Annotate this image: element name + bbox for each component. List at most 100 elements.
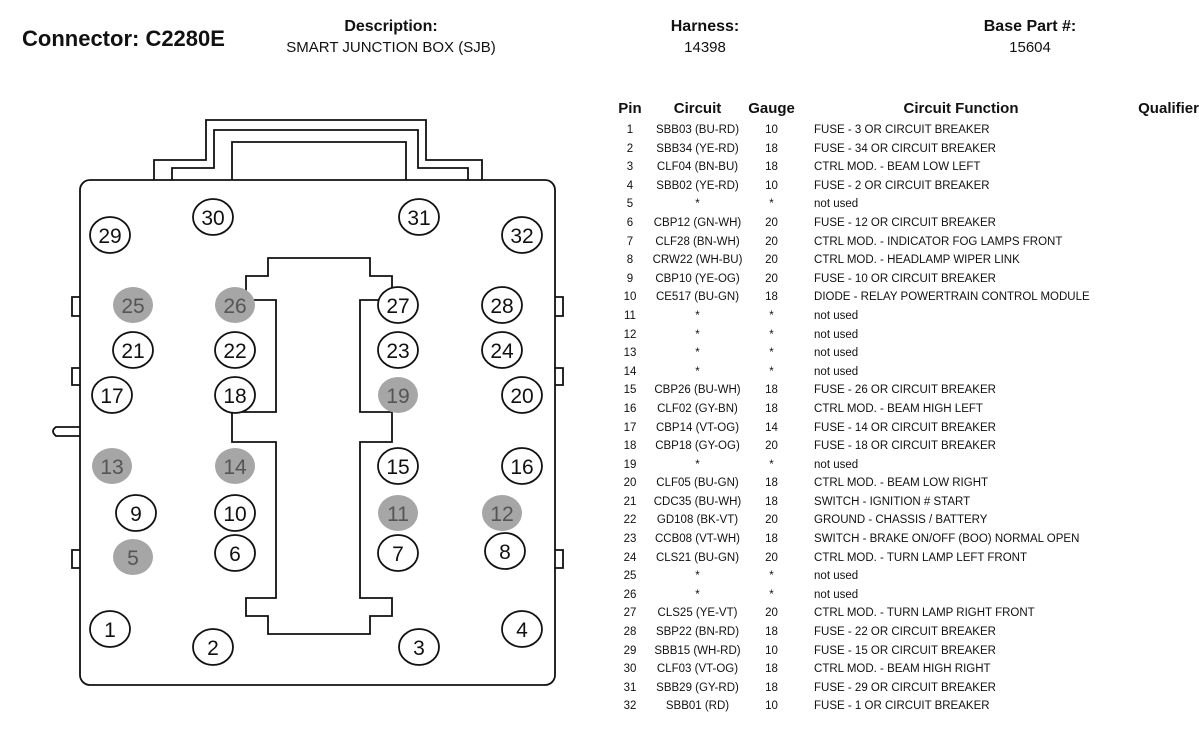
connector-pin: 29: [89, 216, 131, 254]
circuit-code: CLF05 (BU-GN): [656, 477, 739, 490]
qualifier: [1122, 530, 1199, 549]
qualifier: [1122, 623, 1199, 642]
table-row: 12**not used: [608, 326, 1199, 345]
wire-gauge: 20: [765, 272, 778, 285]
pin-number: 3: [626, 161, 634, 174]
connector-pin: 3: [398, 628, 440, 666]
keying-slot: [231, 257, 393, 635]
circuit-function: not used: [814, 347, 859, 360]
pin-number: 7: [626, 235, 634, 248]
pin-label: 13: [100, 456, 123, 479]
pin-number: 24: [623, 551, 637, 564]
latch-inner: [171, 129, 469, 180]
pin-circle: [215, 448, 255, 484]
circuit-code: *: [695, 570, 700, 583]
pin-number: 16: [623, 402, 637, 415]
connector-pin: 32: [501, 216, 543, 254]
connector-pin: 16: [501, 447, 543, 485]
connector-pin: 28: [481, 286, 523, 324]
wire-gauge: 20: [765, 514, 778, 527]
wire-gauge: 18: [765, 142, 778, 155]
harness-label: Harness:: [670, 18, 740, 35]
wire-gauge: 20: [765, 607, 778, 620]
wire-gauge: 18: [765, 495, 778, 508]
wire-gauge: 20: [765, 440, 778, 453]
wire-gauge: 18: [765, 291, 778, 304]
connector-pin: 18: [214, 376, 256, 414]
connector-pin: 21: [112, 331, 154, 369]
pin-number: 18: [623, 440, 637, 453]
pin-number: 31: [623, 681, 637, 694]
pin-table: Pin Circuit Gauge Circuit Function Quali…: [608, 99, 1199, 716]
pin-circle: [113, 287, 153, 323]
pin-number: 29: [623, 644, 637, 657]
pin-label: 15: [386, 456, 409, 479]
side-tab: [555, 296, 564, 317]
qualifier: [1122, 604, 1199, 623]
side-rod: [52, 426, 80, 437]
table-row: 13**not used: [608, 344, 1199, 363]
circuit-function: FUSE - 14 OR CIRCUIT BREAKER: [814, 421, 996, 434]
harness-value: 14398: [684, 39, 726, 56]
pin-label: 6: [229, 543, 241, 566]
connector-pin: 15: [377, 447, 419, 485]
qualifier: [1122, 567, 1199, 586]
pin-number: 5: [626, 198, 634, 211]
connector-body: [79, 179, 556, 686]
connector-pin: 19: [378, 377, 418, 413]
circuit-function: FUSE - 34 OR CIRCUIT BREAKER: [814, 142, 996, 155]
pin-number: 12: [623, 328, 637, 341]
wire-gauge: 14: [765, 421, 778, 434]
qualifier: [1122, 697, 1199, 716]
pin-number: 27: [623, 607, 637, 620]
circuit-code: *: [695, 328, 700, 341]
circuit-function: not used: [814, 365, 859, 378]
pin-circle: [113, 539, 153, 575]
pin-circle: [115, 494, 157, 532]
pin-label: 17: [100, 385, 123, 408]
pin-circle: [377, 534, 419, 572]
pin-circle: [377, 286, 419, 324]
circuit-function: not used: [814, 458, 859, 471]
circuit-code: CDC35 (BU-WH): [653, 495, 742, 508]
col-pin: Pin: [618, 99, 642, 117]
pin-number: 10: [623, 291, 637, 304]
connector-pin: 26: [215, 287, 255, 323]
col-circuit-function: Circuit Function: [903, 99, 1019, 117]
circuit-function: GROUND - CHASSIS / BATTERY: [814, 514, 988, 527]
connector-pin: 2: [192, 628, 234, 666]
qualifier: [1122, 195, 1199, 214]
wire-gauge: 10: [765, 124, 778, 136]
wire-gauge: 18: [765, 663, 778, 676]
circuit-function: FUSE - 22 OR CIRCUIT BREAKER: [814, 626, 996, 639]
pin-label: 3: [413, 637, 425, 660]
pin-circle: [192, 628, 234, 666]
pin-label: 21: [121, 340, 144, 363]
circuit-function: FUSE - 18 OR CIRCUIT BREAKER: [814, 440, 996, 453]
qualifier: [1122, 642, 1199, 661]
connector-pin: 6: [214, 534, 256, 572]
pin-circle: [112, 331, 154, 369]
wire-gauge: 10: [765, 700, 778, 713]
connector-pin: 20: [501, 376, 543, 414]
circuit-code: *: [695, 198, 700, 211]
wire-gauge: *: [769, 347, 774, 360]
pin-circle: [214, 534, 256, 572]
circuit-code: CRW22 (WH-BU): [652, 254, 743, 267]
pin-circle: [484, 532, 526, 570]
pin-circle: [501, 216, 543, 254]
qualifier: [1122, 158, 1199, 177]
circuit-function: CTRL MOD. - BEAM LOW LEFT: [814, 161, 981, 174]
circuit-code: SBB03 (BU-RD): [655, 124, 740, 136]
circuit-function: FUSE - 12 OR CIRCUIT BREAKER: [814, 216, 996, 229]
pin-label: 30: [201, 207, 224, 230]
qualifier: [1122, 474, 1199, 493]
circuit-function: FUSE - 15 OR CIRCUIT BREAKER: [814, 644, 996, 657]
pin-number: 8: [626, 254, 634, 267]
wire-gauge: *: [769, 588, 774, 601]
qualifier: [1122, 326, 1199, 345]
pin-circle: [214, 331, 256, 369]
pin-circle: [501, 447, 543, 485]
